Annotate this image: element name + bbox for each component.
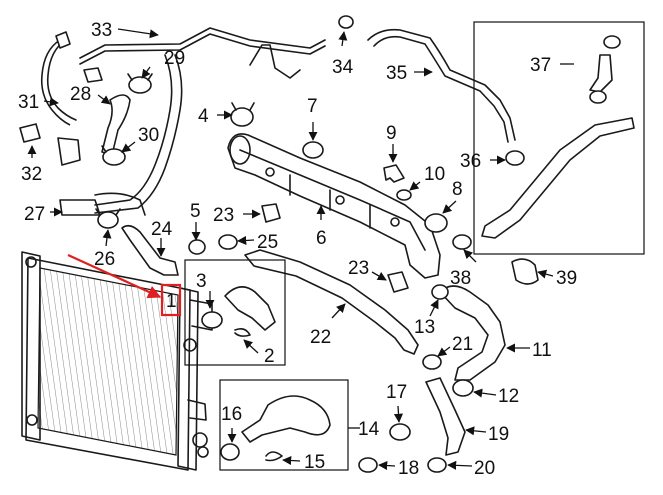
- clamp-13: [431, 284, 449, 300]
- clamp-29: [127, 73, 153, 94]
- clamp-18: [358, 457, 378, 473]
- callout-14: 14: [358, 419, 380, 440]
- callout-17: 17: [386, 382, 407, 403]
- callout-31: 31: [18, 92, 39, 113]
- pipe-37: [481, 117, 635, 239]
- clamp-38: [452, 234, 472, 250]
- detail-box-37: [473, 21, 645, 255]
- callout-labels: 1 2 3 4 5 6 7 8 9 10 11 12 13 14 15 16 1…: [18, 20, 577, 479]
- clamp-20: [427, 457, 447, 473]
- callout-10: 10: [424, 164, 445, 185]
- callout-20: 20: [474, 458, 495, 479]
- callout-33: 33: [91, 20, 112, 41]
- callout-24: 24: [151, 219, 173, 240]
- callout-12: 12: [498, 386, 519, 407]
- callout-34: 34: [332, 57, 354, 78]
- callout-7: 7: [307, 96, 318, 117]
- o-ring-8: [424, 213, 448, 233]
- callout-4: 4: [198, 106, 209, 127]
- clamp-37a: [603, 35, 621, 49]
- clamp-37b: [589, 90, 607, 104]
- callout-32: 32: [21, 164, 42, 185]
- clip-32: [19, 123, 41, 143]
- clip-15: [265, 451, 283, 462]
- leader-lines: [27, 28, 574, 471]
- highlight-indicator: [67, 253, 182, 317]
- callout-27: 27: [24, 204, 45, 225]
- callout-39: 39: [556, 268, 577, 289]
- fitting-23a: [261, 203, 281, 223]
- clamp-5: [188, 239, 206, 255]
- callout-22: 22: [310, 327, 331, 348]
- o-ring-7: [302, 141, 324, 159]
- clamp-26: [95, 208, 121, 229]
- grommet-39: [511, 258, 539, 285]
- connector-32: [57, 137, 81, 166]
- o-ring-10: [396, 189, 412, 201]
- callout-21: 21: [452, 334, 473, 355]
- hose-37a: [589, 54, 613, 93]
- callout-25: 25: [257, 232, 278, 253]
- coolant-pipe-upper: [40, 27, 326, 126]
- callout-16: 16: [221, 404, 242, 425]
- sensor-9: [383, 164, 405, 183]
- callout-2: 2: [264, 346, 275, 367]
- callout-1: 1: [166, 291, 177, 312]
- callout-23b: 23: [348, 258, 369, 279]
- callout-38: 38: [450, 268, 471, 289]
- o-ring-16: [220, 443, 240, 461]
- callout-37: 37: [530, 55, 551, 76]
- clamp-17: [389, 423, 411, 441]
- callout-35: 35: [386, 63, 407, 84]
- clamp-25: [218, 234, 238, 250]
- callout-23a: 23: [213, 205, 234, 226]
- callout-9: 9: [386, 123, 397, 144]
- callout-19: 19: [488, 424, 509, 445]
- callout-29: 29: [164, 48, 185, 69]
- callout-3: 3: [196, 271, 207, 292]
- callout-6: 6: [316, 228, 327, 249]
- hose-24: [121, 224, 179, 276]
- callout-26: 26: [94, 249, 115, 270]
- hose-14: [241, 395, 331, 443]
- flange-hose-box: [224, 286, 276, 331]
- clamp-12: [452, 379, 474, 397]
- callout-28: 28: [70, 84, 91, 105]
- callout-8: 8: [452, 179, 463, 200]
- hose-11: [439, 285, 506, 381]
- hose-22: [244, 249, 419, 355]
- fitting-23b: [387, 271, 409, 293]
- radiator: [21, 251, 213, 471]
- callout-30: 30: [138, 125, 159, 146]
- hose-28: [101, 94, 131, 156]
- clip-2: [234, 328, 251, 337]
- coolant-flange-6: [227, 133, 441, 279]
- detail-box-1: [184, 259, 286, 366]
- clamp-34: [338, 15, 354, 29]
- o-ring-3: [201, 311, 223, 329]
- callout-36: 36: [460, 151, 481, 172]
- callout-13: 13: [414, 317, 435, 338]
- clamp-36: [505, 150, 525, 166]
- clamp-21: [422, 354, 442, 370]
- callout-18: 18: [398, 458, 419, 479]
- callout-5: 5: [190, 201, 201, 222]
- pipe-35: [367, 28, 516, 141]
- callout-11: 11: [532, 340, 552, 361]
- hose-19: [425, 377, 466, 456]
- clamp-4: [230, 102, 255, 127]
- callout-15: 15: [304, 452, 325, 473]
- detail-box-2: [219, 379, 349, 471]
